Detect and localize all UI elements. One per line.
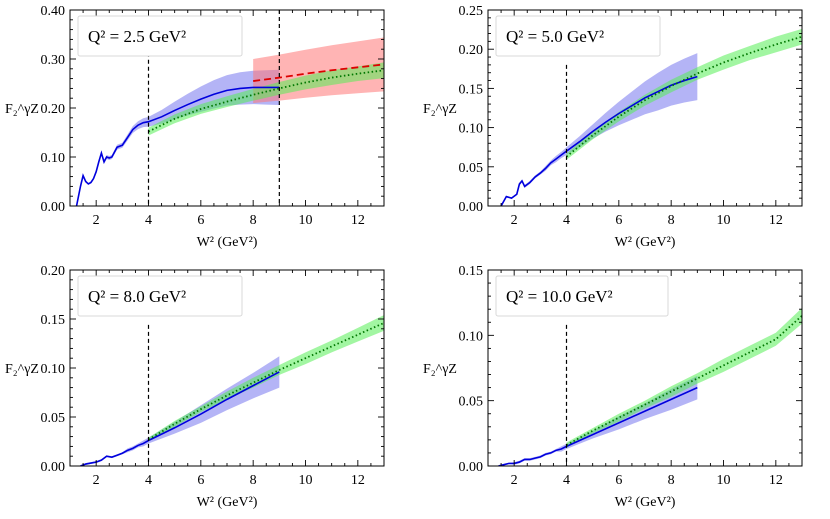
series-line-3 — [148, 69, 384, 133]
legend-label: Q² = 2.5 GeV² — [88, 27, 186, 46]
y-tick-label: 0.15 — [459, 264, 484, 279]
legend-label: Q² = 8.0 GeV² — [88, 287, 186, 306]
x-axis-label: W² (GeV²) — [197, 495, 258, 510]
y-tick-label: 0.10 — [459, 329, 484, 344]
series-line-2 — [566, 315, 802, 446]
series-line-1 — [75, 86, 280, 206]
uncertainty-band-2 — [566, 28, 802, 160]
x-axis-label: W² (GeV²) — [197, 235, 258, 250]
x-tick-label: 4 — [145, 473, 152, 488]
x-tick-label: 6 — [615, 473, 622, 488]
x-tick-label: 8 — [250, 213, 257, 228]
series-line-2 — [253, 63, 384, 82]
y-tick-label: 0.10 — [41, 151, 66, 166]
y-tick-label: 0.15 — [41, 313, 66, 328]
y-tick-label: 0.20 — [459, 43, 484, 58]
y-tick-label: 0.00 — [459, 460, 484, 475]
y-tick-label: 0.00 — [459, 200, 484, 215]
legend-label: Q² = 5.0 GeV² — [506, 27, 604, 46]
x-tick-label: 10 — [299, 213, 313, 228]
x-tick-label: 2 — [93, 213, 100, 228]
chart-panel-3: 2 4 6 8 10 12 0.00 0.05 0.10 0.15 0.20 W² (GeV²) F₂^… — [5, 264, 385, 510]
x-tick-label: 10 — [717, 473, 731, 488]
y-axis-label: F₂^γZ — [423, 102, 457, 117]
x-tick-label: 8 — [250, 473, 257, 488]
y-tick-label: 0.10 — [459, 122, 484, 137]
chart-panel-4: 2 4 6 8 10 12 0.00 0.05 0.10 0.15 W² (GeV²) F₂^γZ Q²… — [423, 264, 803, 510]
y-axis-label: F₂^γZ — [5, 102, 39, 117]
x-tick-label: 4 — [563, 213, 570, 228]
y-tick-label: 0.00 — [41, 200, 66, 215]
y-tick-label: 0.05 — [41, 411, 66, 426]
uncertainty-band-2 — [566, 307, 802, 448]
x-tick-label: 6 — [197, 473, 204, 488]
series-line-2 — [565, 35, 802, 158]
y-tick-label: 0.05 — [459, 161, 484, 176]
y-tick-label: 0.10 — [41, 362, 66, 377]
x-tick-label: 4 — [563, 473, 570, 488]
uncertainty-band-3 — [148, 62, 384, 136]
y-tick-label: 0.20 — [41, 264, 66, 279]
x-tick-label: 8 — [668, 213, 675, 228]
x-tick-label: 8 — [668, 473, 675, 488]
y-tick-label: 0.05 — [459, 395, 484, 410]
y-tick-label: 0.20 — [41, 102, 66, 117]
y-tick-label: 0.30 — [41, 53, 66, 68]
x-tick-label: 2 — [511, 473, 518, 488]
legend-box — [77, 15, 243, 57]
y-tick-label: 0.00 — [41, 460, 66, 475]
chart-panel-1: 2 4 6 8 10 12 0.00 0.10 0.20 0.30 0.40 W² (GeV²) F₂^… — [5, 4, 385, 250]
x-tick-label: 6 — [615, 213, 622, 228]
x-tick-label: 10 — [717, 213, 731, 228]
x-axis-label: W² (GeV²) — [615, 235, 676, 250]
legend-label: Q² = 10.0 GeV² — [506, 287, 613, 306]
y-tick-label: 0.40 — [41, 4, 66, 19]
legend-box — [495, 275, 669, 317]
y-axis-label: F₂^γZ — [5, 362, 39, 377]
legend-box — [495, 15, 661, 57]
plot-area — [75, 37, 384, 206]
x-tick-label: 10 — [299, 473, 313, 488]
legend-box — [77, 275, 243, 317]
x-tick-label: 12 — [351, 213, 365, 228]
x-axis-label: W² (GeV²) — [615, 495, 676, 510]
x-tick-label: 12 — [769, 473, 783, 488]
chart-panel-2: 2 4 6 8 10 12 0.00 0.05 0.10 0.15 0.20 0.25 W² (GeV²… — [423, 4, 803, 250]
series-line-1 — [500, 75, 698, 206]
x-tick-label: 6 — [197, 213, 204, 228]
x-tick-label: 12 — [769, 213, 783, 228]
x-tick-label: 4 — [145, 213, 152, 228]
plot-area — [500, 28, 802, 206]
x-tick-label: 12 — [351, 473, 365, 488]
y-tick-label: 0.15 — [459, 82, 484, 97]
x-tick-label: 2 — [93, 473, 100, 488]
y-axis-label: F₂^γZ — [423, 362, 457, 377]
y-tick-label: 0.25 — [459, 4, 484, 19]
x-tick-label: 2 — [511, 213, 518, 228]
